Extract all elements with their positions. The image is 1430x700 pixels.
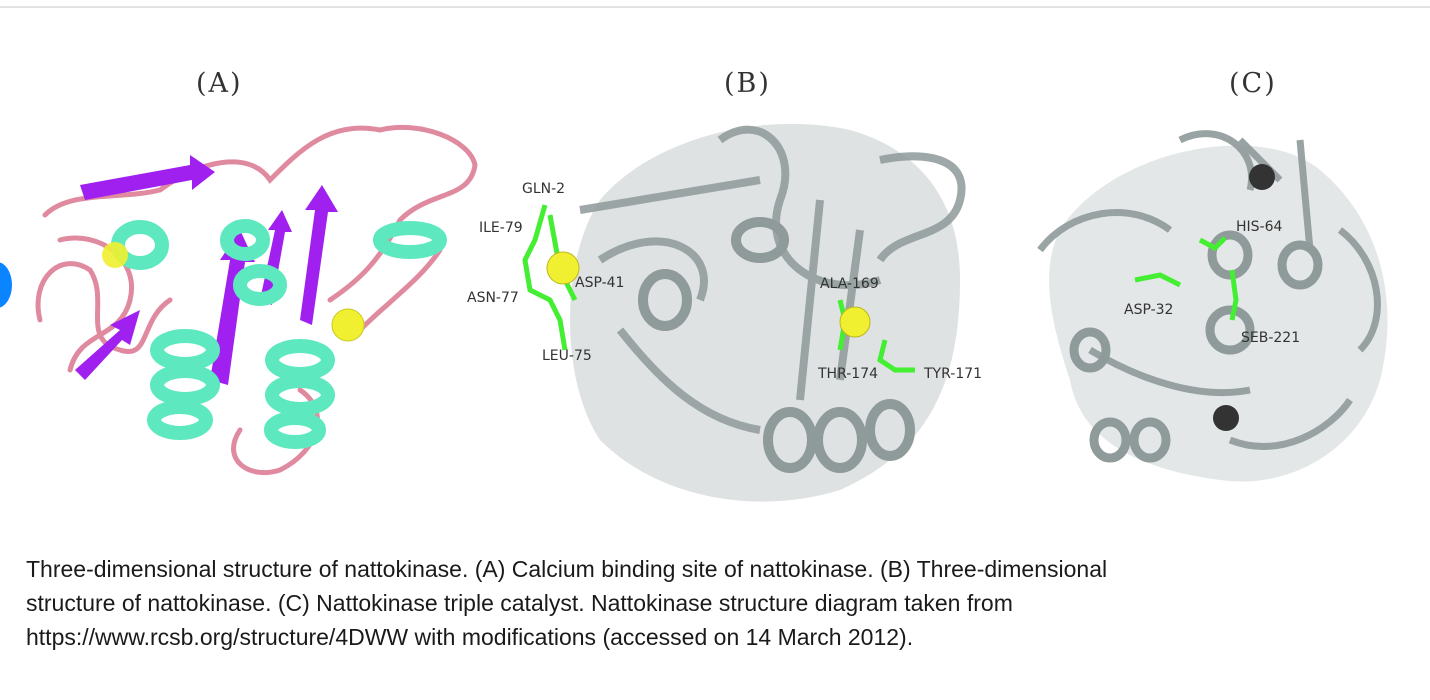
residue-label: ALA-169 bbox=[820, 276, 879, 292]
residue-label: HIS-64 bbox=[1236, 219, 1283, 235]
panel-c-structure bbox=[1037, 130, 1388, 482]
nattokinase-structure-figure bbox=[35, 123, 1388, 502]
residue-label: LEU-75 bbox=[542, 348, 592, 364]
panel-label-c: (C) bbox=[1229, 68, 1277, 99]
panel-label-a: (A) bbox=[196, 68, 243, 99]
residue-label: TYR-171 bbox=[924, 366, 983, 382]
residue-label: SEB-221 bbox=[1241, 330, 1301, 346]
caption-line: Three-dimensional structure of nattokina… bbox=[26, 556, 1108, 582]
residue-label: ASP-41 bbox=[575, 275, 625, 291]
caption-line: structure of nattokinase. (C) Nattokinas… bbox=[26, 590, 1013, 616]
panel-label-b: (B) bbox=[724, 68, 771, 99]
caption-line: https://www.rcsb.org/structure/4DWW with… bbox=[26, 624, 914, 650]
residue-label: ILE-79 bbox=[479, 220, 523, 236]
side-navigation-button[interactable] bbox=[0, 262, 12, 308]
top-divider bbox=[0, 6, 1430, 8]
figure-caption: Three-dimensional structure of nattokina… bbox=[26, 552, 1416, 654]
residue-label: GLN-2 bbox=[522, 181, 566, 197]
residue-label: ASP-32 bbox=[1124, 302, 1174, 318]
panel-a-structure bbox=[35, 124, 478, 476]
panel-b-structure bbox=[522, 123, 966, 502]
residue-label: ASN-77 bbox=[467, 290, 519, 306]
residue-label: THR-174 bbox=[818, 366, 879, 382]
